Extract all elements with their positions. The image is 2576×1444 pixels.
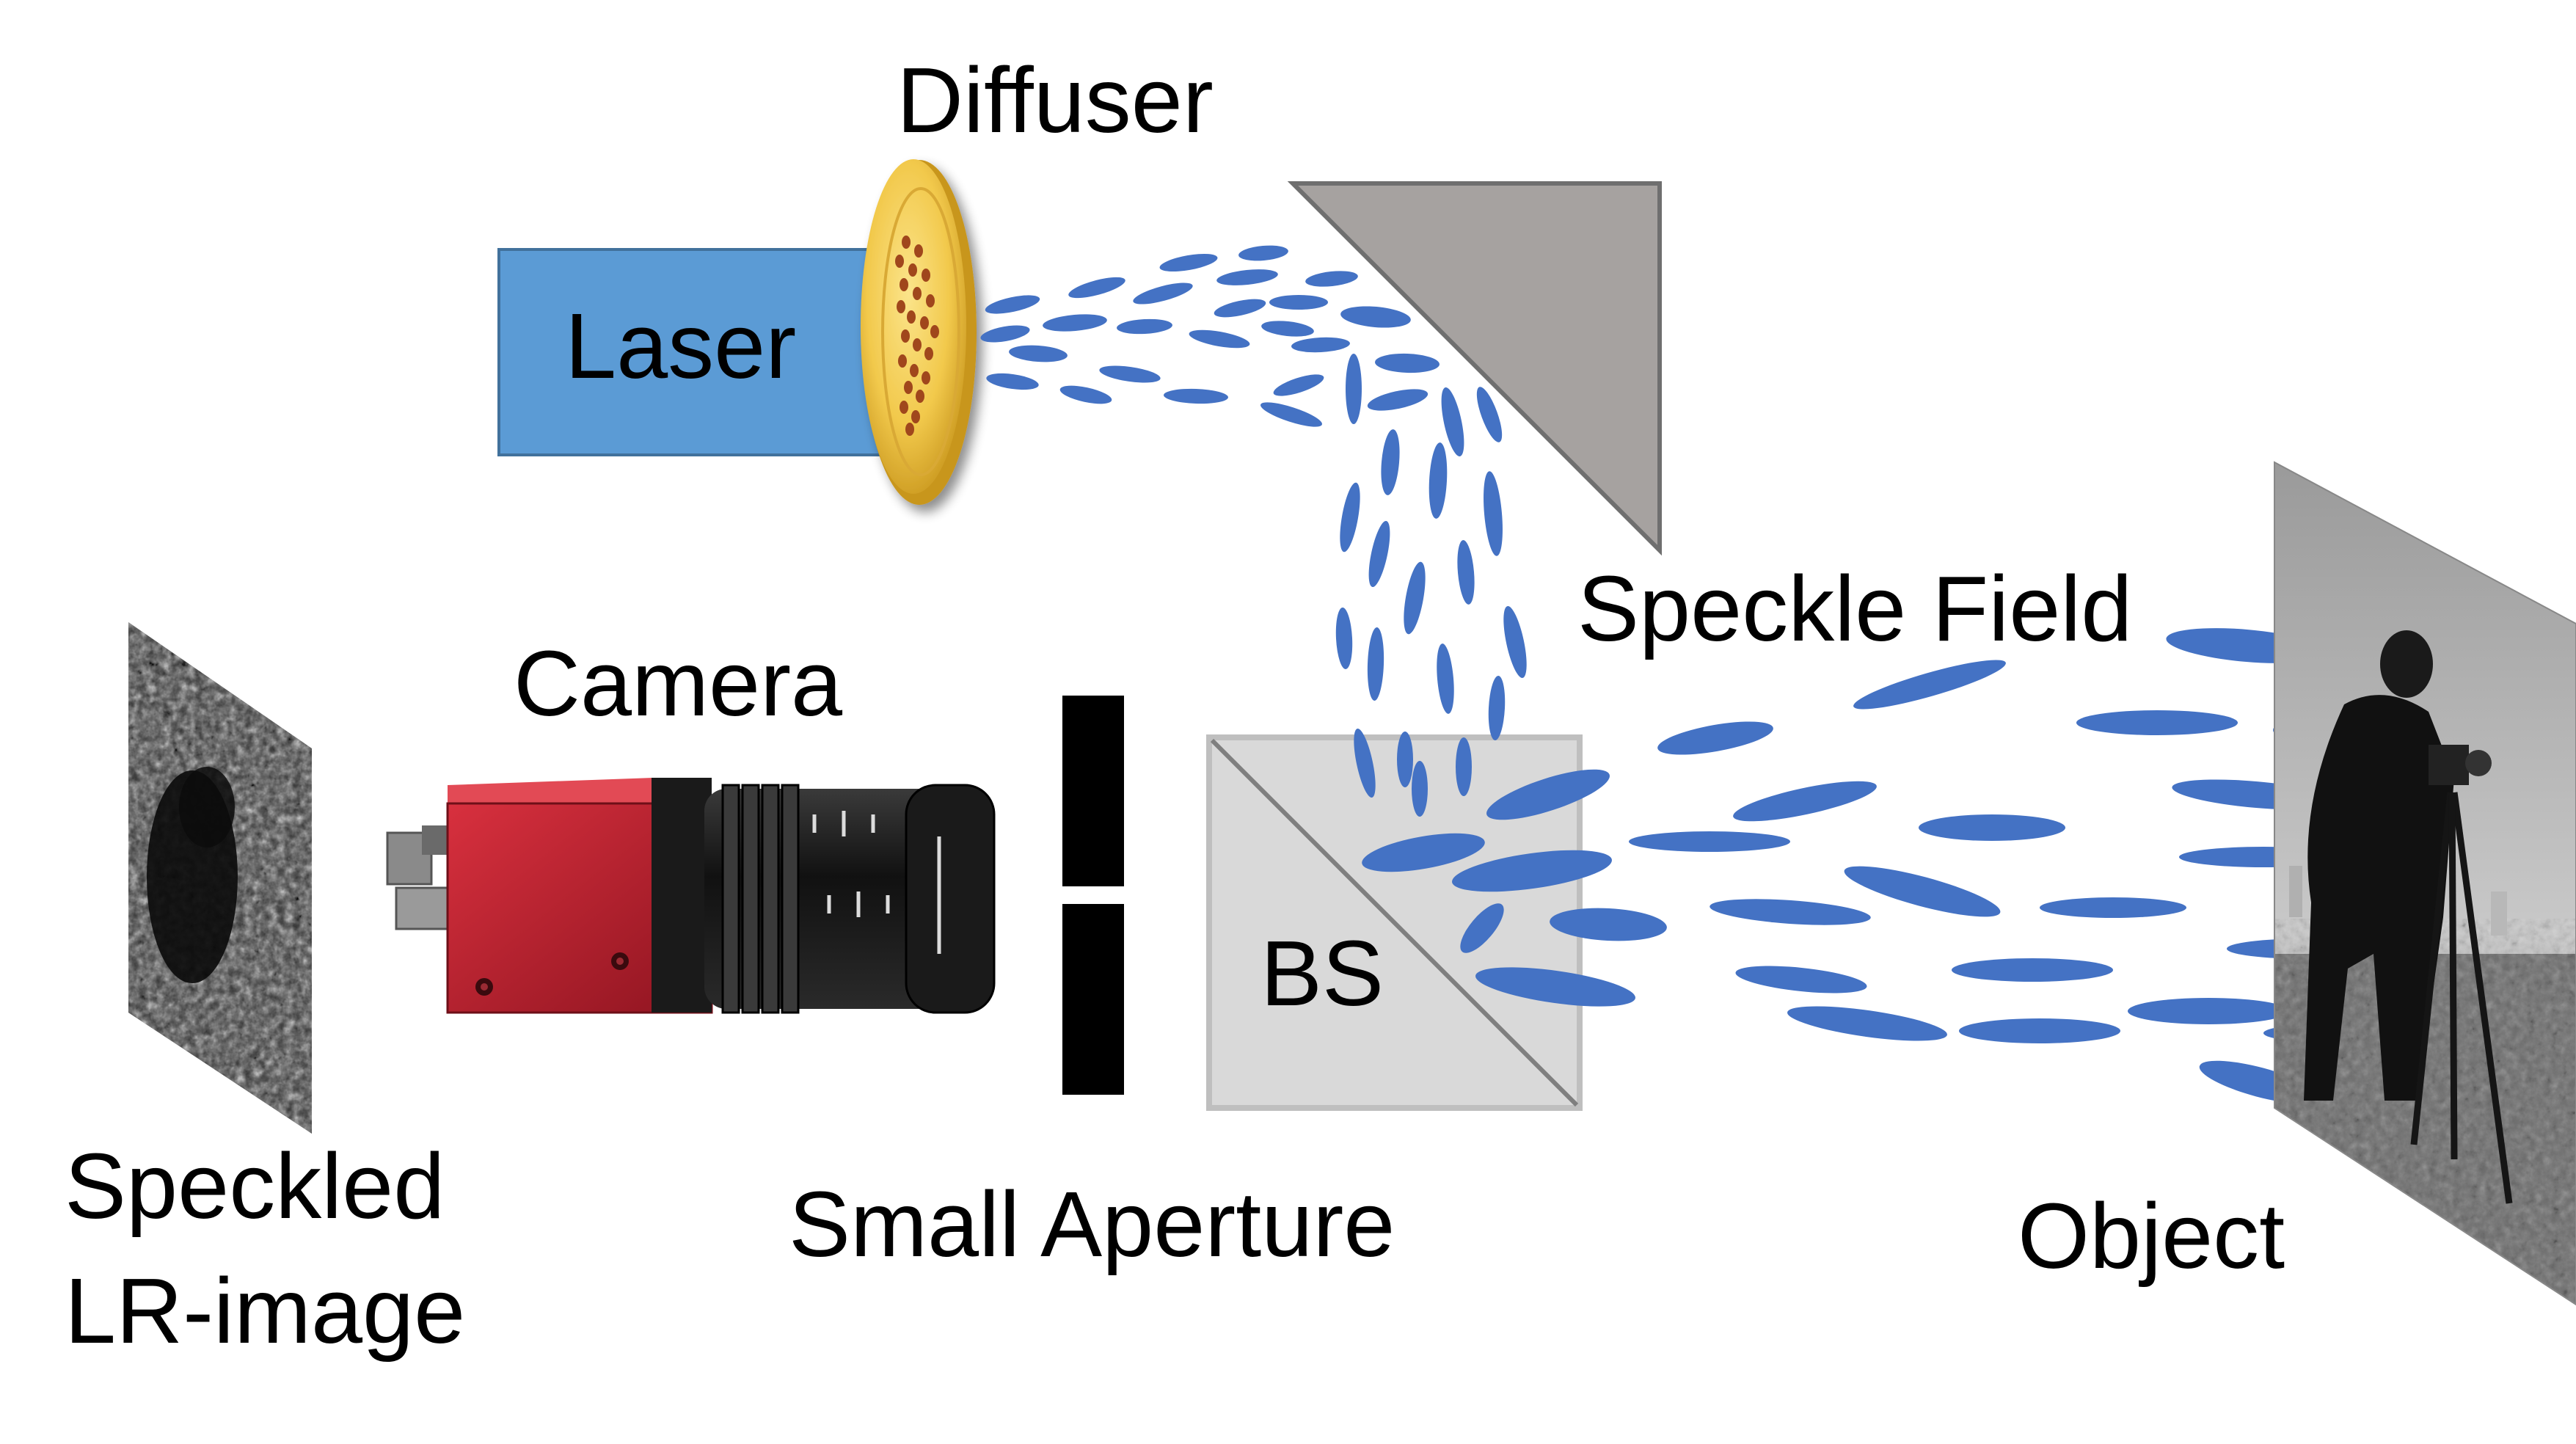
speckled-lr-image xyxy=(128,622,312,1134)
laser-label: Laser xyxy=(565,294,796,398)
small-aperture xyxy=(1062,696,1124,1095)
speckles-vertical xyxy=(1335,354,1527,817)
camera-label: Camera xyxy=(514,632,843,735)
aperture-lower-blade xyxy=(1062,904,1124,1095)
camera-icon xyxy=(386,778,996,1014)
object-image xyxy=(2274,461,2576,1306)
aperture-upper-blade xyxy=(1062,696,1124,886)
laser-box xyxy=(497,248,897,456)
speckle-field-label: Speckle Field xyxy=(1577,557,2132,660)
diffuser-label: Diffuser xyxy=(897,48,1214,152)
speckled-label-line2: LR-image xyxy=(65,1259,465,1363)
speckled-label-line1: Speckled xyxy=(65,1134,445,1238)
laser: Laser xyxy=(497,248,897,456)
speckles-horizontal xyxy=(980,245,1440,427)
mirror-prism xyxy=(1287,181,1662,556)
bs-label: BS xyxy=(1260,922,1384,1025)
small-aperture-label: Small Aperture xyxy=(789,1173,1395,1276)
object-label: Object xyxy=(2018,1184,2285,1288)
diffuser-dots xyxy=(895,236,939,436)
diffuser xyxy=(861,159,977,505)
